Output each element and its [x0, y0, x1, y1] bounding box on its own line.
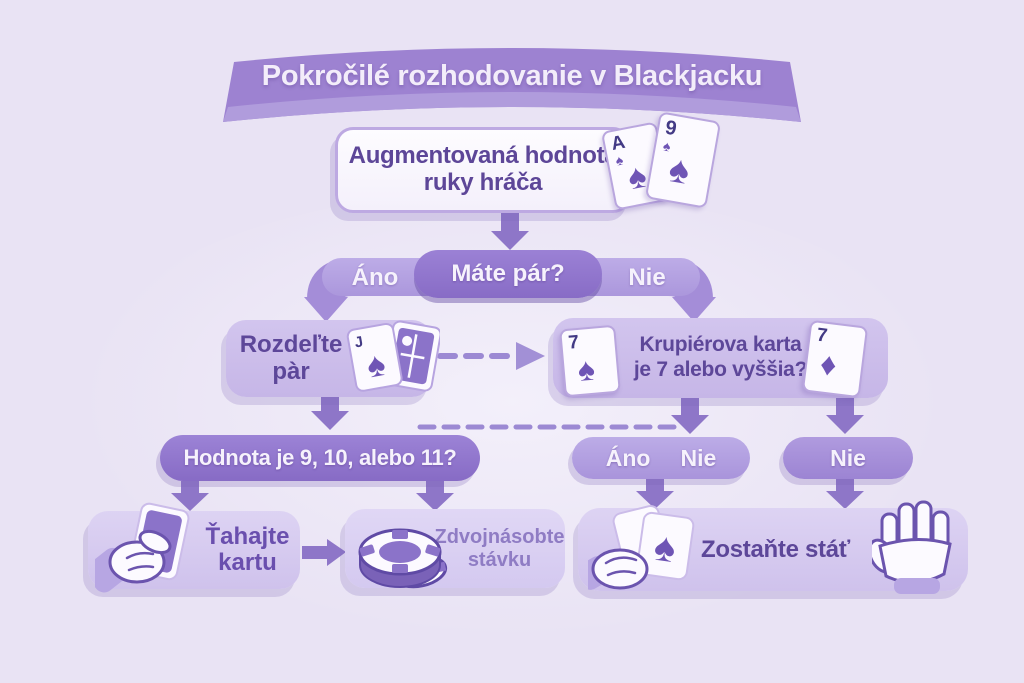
arrow-down-yesno-to-stand	[636, 479, 674, 509]
split-line1: Rozdeľte	[239, 331, 343, 359]
node-split-outcome: Áno Nie	[572, 437, 750, 479]
hit-line1: Ťahajte	[205, 522, 290, 550]
dealer-line1: Krupiérova karta	[639, 333, 802, 357]
node-pair-question: Máte pár?	[414, 250, 602, 298]
node-hit: Ťahajte kartu	[88, 511, 300, 589]
arrow-right-hit-to-double	[302, 539, 346, 566]
dealer-question-text: Krupiérova karta je 7 alebo vyššia?	[613, 318, 828, 398]
node-dealer-no: Nie	[783, 437, 913, 479]
arrow-down-split-to-value	[311, 397, 349, 430]
double-line1: Zdvojnásobte	[434, 525, 565, 548]
split-outcome-no: Nie	[680, 444, 717, 471]
node-hand-value: Augmentovaná hodnota ruky hráča	[335, 127, 631, 213]
node-double: Zdvojnásobte stávku	[345, 509, 565, 588]
node-stand: Zostaňte stáť	[578, 508, 968, 591]
double-line2: stávku	[467, 548, 532, 571]
dashed-arrow-split-to-dealer	[437, 342, 545, 370]
page-title: Pokročilé rozhodovanie v Blackjacku	[261, 60, 763, 92]
node-value-question: Hodnota je 9, 10, alebo 11?	[160, 435, 480, 481]
arrow-down-value-to-double	[416, 481, 454, 511]
card-seven-spades: 7 ♠	[559, 324, 621, 398]
hand-value-line1: Augmentovaná hodnota	[348, 142, 618, 170]
node-split-pair: Rozdeľte pàr	[226, 320, 432, 397]
arrow-down-hand-to-pair	[491, 210, 529, 250]
hand-value-line2: ruky hráča	[423, 169, 543, 196]
split-pair-text: Rozdeľte pàr	[230, 320, 352, 397]
hit-text: Ťahajte kartu	[200, 511, 295, 589]
branch-label-no: Nie	[628, 264, 666, 291]
split-line2: pàr	[272, 357, 310, 385]
dealer-line2: je 7 alebo vyššia?	[633, 358, 808, 381]
split-outcome-yes: Áno	[605, 444, 651, 471]
card-seven-diamonds: 7 ♦	[801, 319, 869, 399]
hit-line2: kartu	[218, 549, 277, 576]
branch-label-yes: Áno	[351, 264, 399, 291]
arrow-down-dealer-to-yesno	[671, 398, 709, 434]
arrow-down-value-to-hit	[171, 481, 209, 511]
arrow-down-dealer-to-nie	[826, 398, 864, 434]
stand-text: Zostaňte stáť	[701, 535, 850, 563]
double-text: Zdvojnásobte stávku	[434, 509, 565, 588]
arrow-down-nie-to-stand	[826, 479, 864, 509]
